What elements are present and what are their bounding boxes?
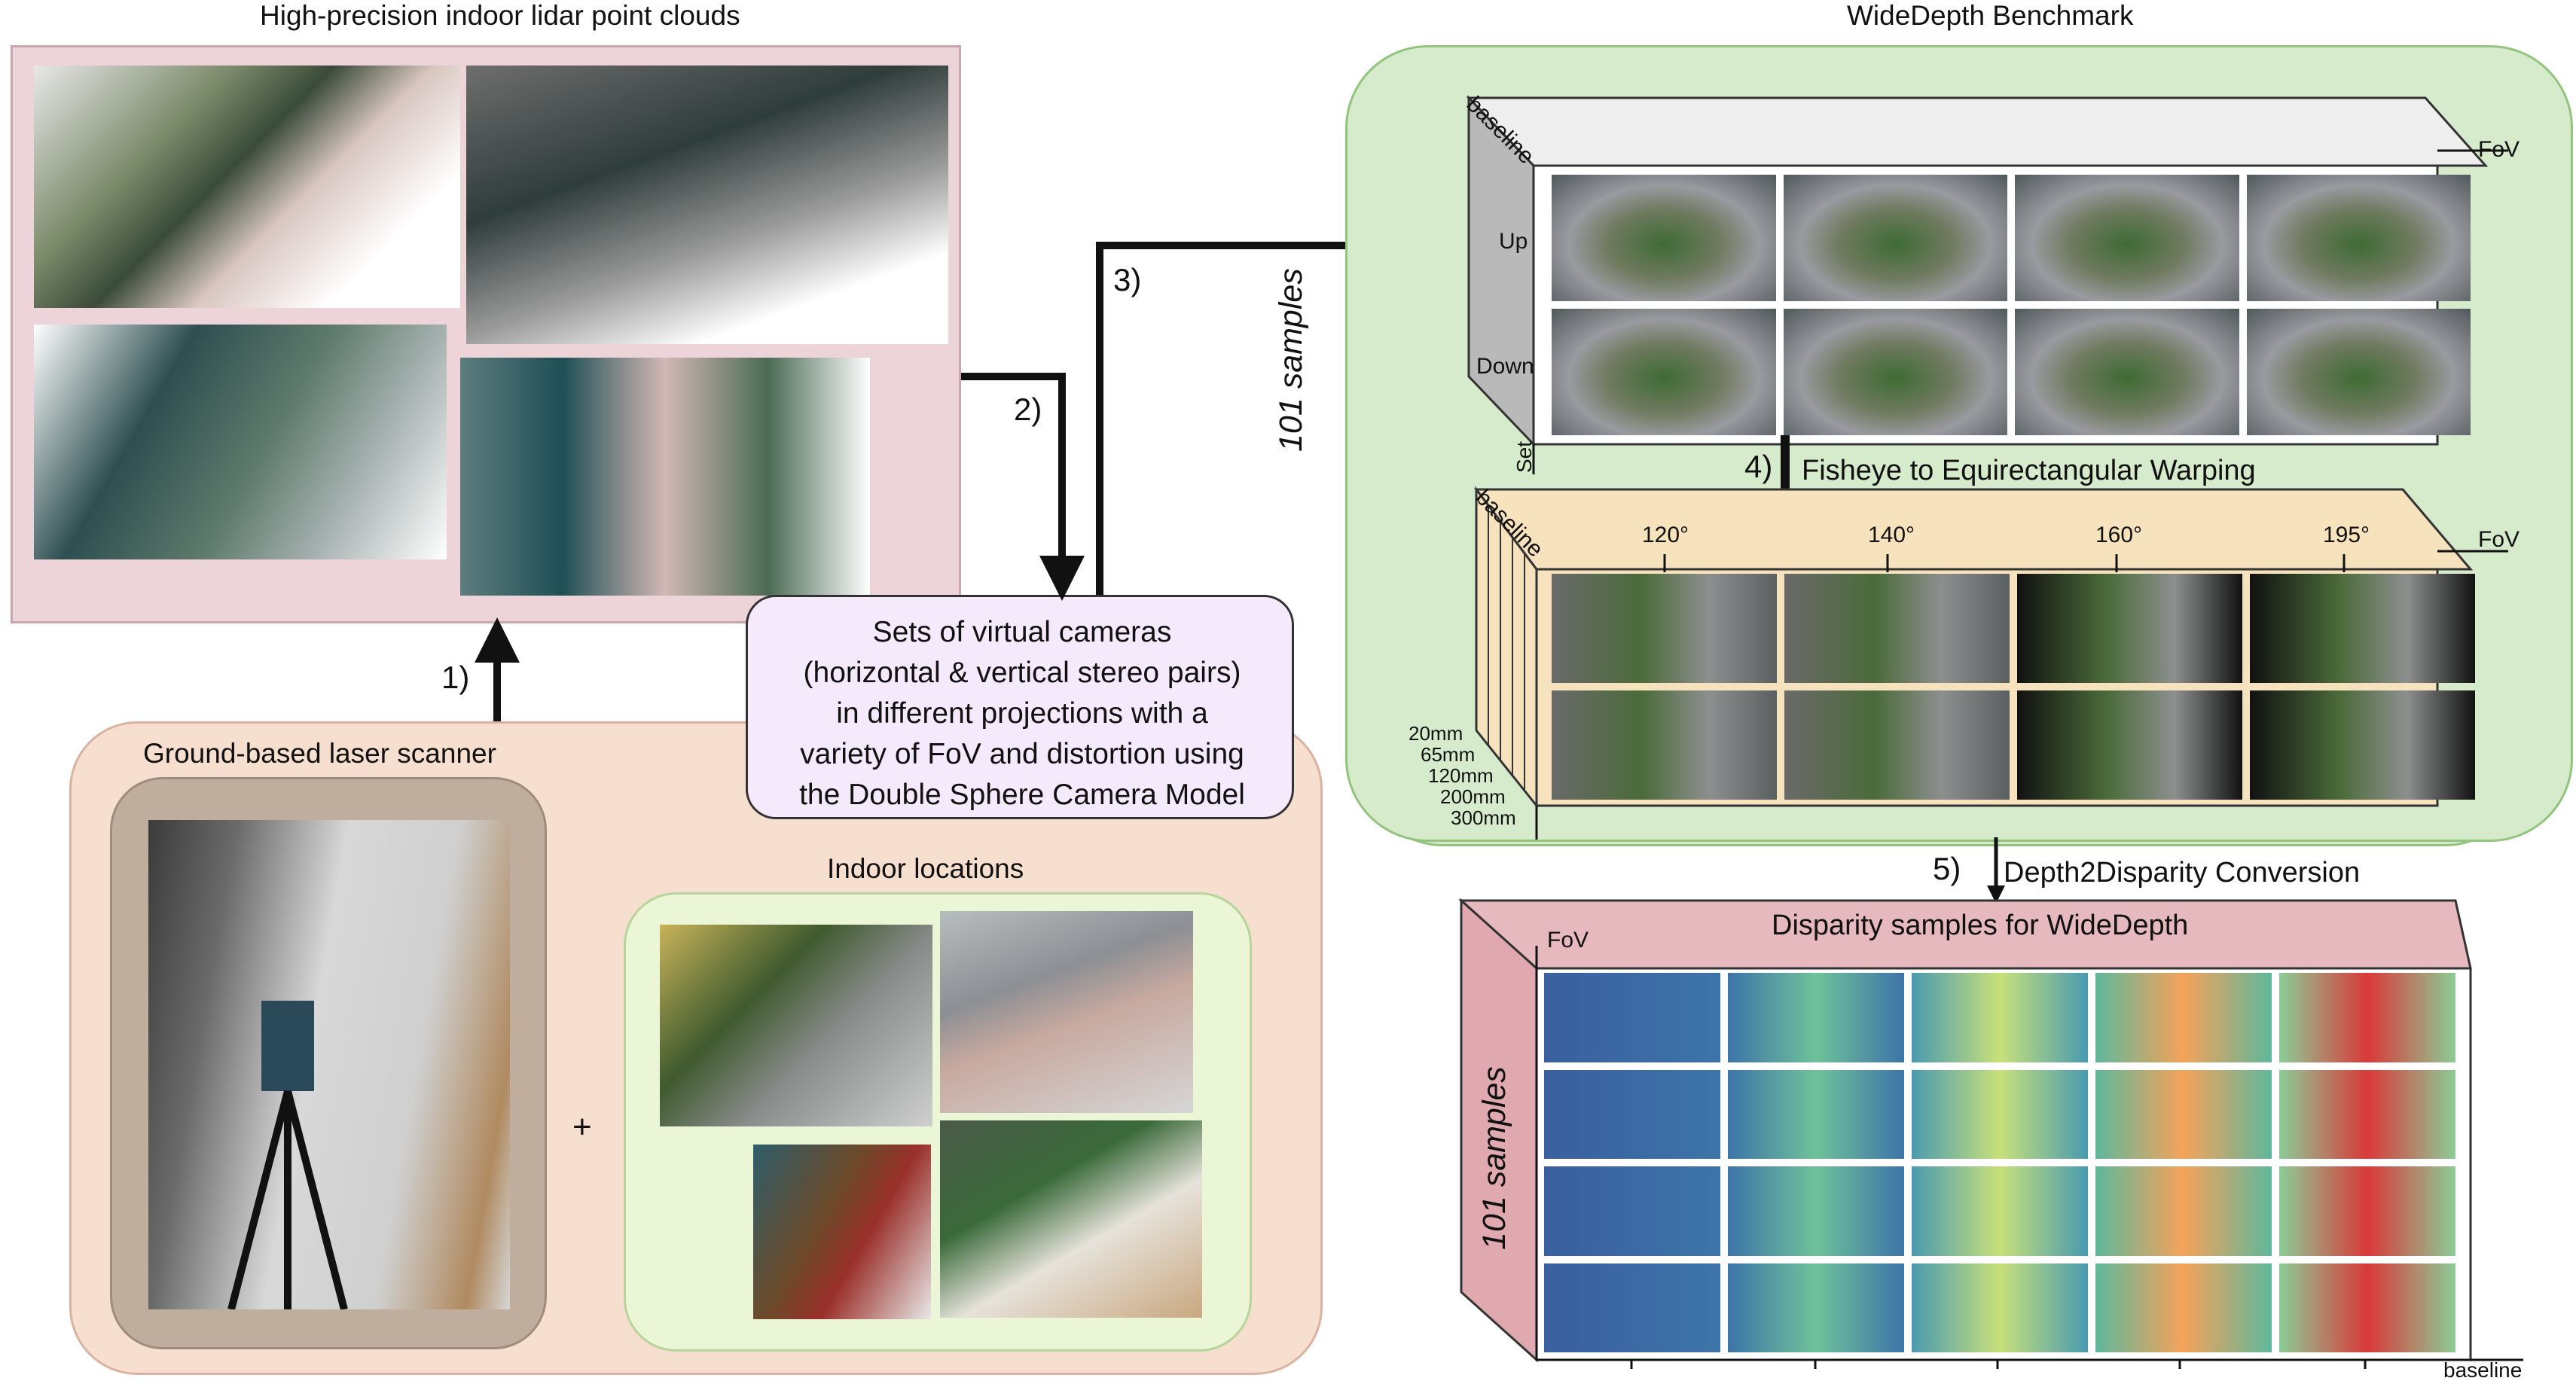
laser-scanner-photo bbox=[148, 820, 510, 1309]
fisheye-fov-label: FoV bbox=[2478, 137, 2520, 162]
fisheye-down-label: Down bbox=[1476, 354, 1534, 379]
disparity-fov-label: FoV bbox=[1547, 928, 1589, 953]
fisheye-thumb bbox=[1552, 309, 1776, 435]
equirect-image-grid bbox=[1552, 574, 2475, 800]
indoor-photo-1 bbox=[660, 925, 932, 1126]
fov-tick-140: 140° bbox=[1868, 523, 1915, 547]
disparity-thumb bbox=[1912, 973, 2088, 1062]
fisheye-thumb bbox=[2015, 175, 2239, 301]
equirect-thumb bbox=[2250, 574, 2475, 683]
pointcloud-image-2 bbox=[466, 66, 948, 344]
step-1-label: 1) bbox=[441, 660, 470, 695]
disparity-thumb bbox=[1728, 1166, 1904, 1256]
fov-tick-120: 120° bbox=[1642, 523, 1689, 547]
disparity-thumb bbox=[1912, 1263, 2088, 1352]
step-2-label: 2) bbox=[1014, 392, 1042, 427]
arrow-3 bbox=[1096, 223, 1469, 595]
pointcloud-image-1 bbox=[34, 66, 460, 308]
baseline-list: 20mm 65mm 120mm 200mm 300mm bbox=[1409, 722, 1516, 829]
fov-tick-160: 160° bbox=[2095, 523, 2143, 547]
disparity-samples-label: 101 samples bbox=[1476, 1066, 1512, 1250]
lidar-title: High-precision indoor lidar point clouds bbox=[260, 0, 740, 31]
step-3-label: 3) bbox=[1113, 262, 1142, 297]
disparity-thumb bbox=[1912, 1166, 2088, 1256]
benchmark-samples-label: 101 samples bbox=[1273, 268, 1309, 452]
equirect-fov-label: FoV bbox=[2478, 527, 2520, 552]
equirect-thumb bbox=[1552, 574, 1777, 683]
disparity-thumb bbox=[1544, 973, 1720, 1062]
disparity-thumb bbox=[2279, 1166, 2455, 1256]
scanner-photo-frame bbox=[110, 777, 547, 1349]
equirect-thumb bbox=[1552, 690, 1777, 800]
fisheye-thumb bbox=[2246, 175, 2471, 301]
fisheye-image-grid bbox=[1552, 175, 2471, 435]
plus-sign: + bbox=[572, 1108, 592, 1145]
equirect-thumb bbox=[2017, 690, 2242, 800]
fisheye-thumb bbox=[2015, 309, 2239, 435]
disparity-thumb bbox=[1728, 1069, 1904, 1159]
disparity-thumb bbox=[1728, 973, 1904, 1062]
benchmark-title: WideDepth Benchmark bbox=[1847, 0, 2134, 31]
disparity-thumb bbox=[1544, 1069, 1720, 1159]
disparity-thumb bbox=[2095, 973, 2272, 1062]
step-5-text: Depth2Disparity Conversion bbox=[2004, 857, 2361, 889]
disparity-thumb bbox=[2279, 1263, 2455, 1352]
disparity-thumb bbox=[2095, 1069, 2272, 1159]
disparity-thumb bbox=[1544, 1263, 1720, 1352]
equirect-thumb bbox=[1784, 574, 2010, 683]
fisheye-thumb bbox=[2246, 309, 2471, 435]
arrow-5 bbox=[1987, 837, 2005, 904]
arrow-2 bbox=[961, 373, 1085, 601]
disparity-image-grid bbox=[1544, 973, 2455, 1352]
fov-tick-195: 195° bbox=[2323, 523, 2370, 547]
equirect-thumb bbox=[2250, 690, 2475, 800]
pointcloud-image-3 bbox=[34, 325, 447, 559]
indoor-title: Indoor locations bbox=[827, 853, 1024, 884]
indoor-photo-3 bbox=[753, 1145, 931, 1319]
disparity-baseline-label: baseline bbox=[2443, 1358, 2523, 1382]
disparity-thumb bbox=[1544, 1166, 1720, 1256]
fisheye-up-label: Up bbox=[1499, 229, 1528, 254]
disparity-title: Disparity samples for WideDepth bbox=[1772, 910, 2189, 941]
step-4-label: 4) bbox=[1744, 449, 1773, 484]
indoor-photo-2 bbox=[940, 911, 1193, 1113]
disparity-thumb bbox=[1912, 1069, 2088, 1159]
fisheye-thumb bbox=[1783, 309, 2007, 435]
scanner-tripod-icon bbox=[227, 1001, 348, 1309]
pointcloud-image-4 bbox=[460, 358, 870, 596]
lidar-panel bbox=[11, 45, 961, 623]
fisheye-thumb bbox=[1552, 175, 1776, 301]
step-5-label: 5) bbox=[1933, 851, 1961, 886]
equirect-thumb bbox=[1784, 690, 2010, 800]
disparity-thumb bbox=[1728, 1263, 1904, 1352]
fisheye-set-label: Set bbox=[1512, 440, 1536, 473]
virtual-cameras-box: Sets of virtual cameras (horizontal & ve… bbox=[746, 595, 1294, 819]
scanner-title: Ground-based laser scanner bbox=[143, 738, 496, 769]
indoor-photo-4 bbox=[940, 1120, 1202, 1318]
disparity-thumb bbox=[2095, 1263, 2272, 1352]
virtual-cameras-text: Sets of virtual cameras (horizontal & ve… bbox=[799, 616, 1245, 811]
fisheye-thumb bbox=[1783, 175, 2007, 301]
disparity-thumb bbox=[2279, 1069, 2455, 1159]
disparity-thumb bbox=[2095, 1166, 2272, 1256]
disparity-thumb bbox=[2279, 973, 2455, 1062]
step-4-text: Fisheye to Equirectangular Warping bbox=[1802, 455, 2256, 486]
equirect-thumb bbox=[2017, 574, 2242, 683]
